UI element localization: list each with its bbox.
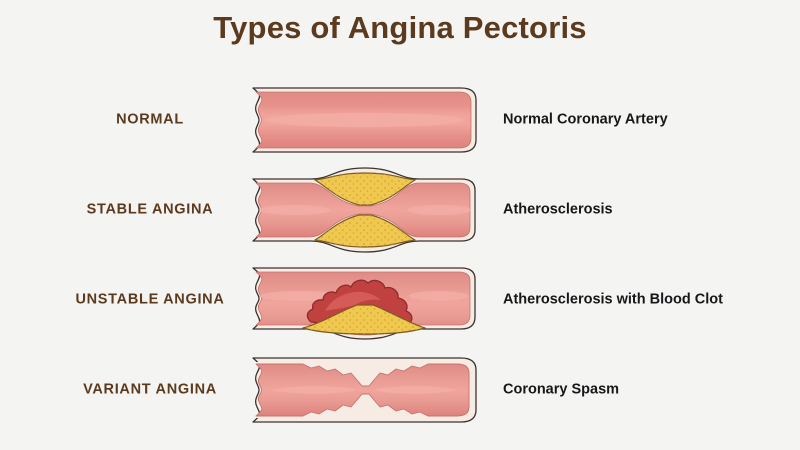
row-normal: NORMAL: [0, 75, 800, 165]
normal-artery-illustration: [243, 75, 488, 165]
row-label-normal: NORMAL: [116, 111, 184, 128]
row-stable-angina: STABLE ANGINA: [0, 165, 800, 255]
row-variant-angina: VARIANT ANGINA: [0, 345, 800, 435]
row-description-normal: Normal Coronary Artery: [503, 111, 668, 128]
variant-angina-artery-illustration: [243, 345, 488, 435]
unstable-angina-artery-illustration: [243, 255, 488, 345]
row-description-variant-angina: Coronary Spasm: [503, 381, 620, 398]
row-description-stable-angina: Atherosclerosis: [503, 201, 613, 218]
row-description-unstable-angina: Atherosclerosis with Blood Clot: [503, 291, 723, 308]
row-label-stable-angina: STABLE ANGINA: [86, 201, 214, 218]
row-unstable-angina: UNSTABLE ANGINA: [0, 255, 800, 345]
row-label-variant-angina: VARIANT ANGINA: [83, 381, 217, 398]
page-title: Types of Angina Pectoris: [213, 10, 587, 45]
stable-angina-artery-illustration: [243, 165, 488, 255]
row-label-unstable-angina: UNSTABLE ANGINA: [75, 291, 225, 308]
